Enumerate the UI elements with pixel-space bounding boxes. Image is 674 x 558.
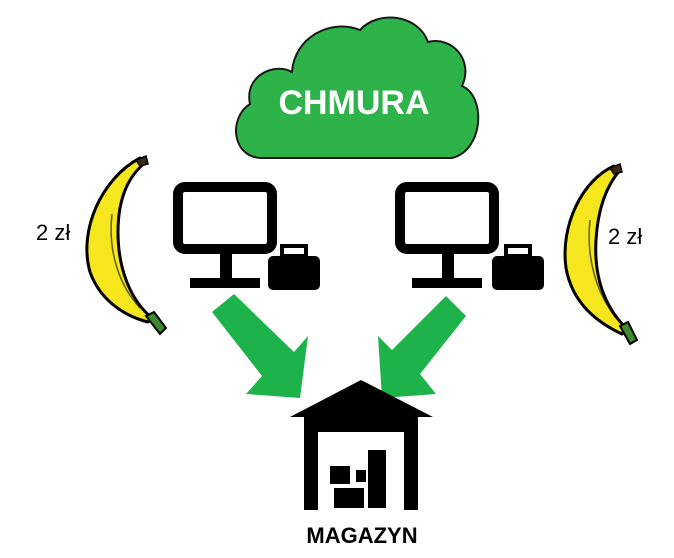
cloud-icon: CHMURA bbox=[235, 16, 480, 159]
banana-left-price: 2 zł bbox=[36, 220, 70, 245]
banana-left-icon bbox=[85, 154, 168, 336]
warehouse-label: MAGAZYN bbox=[306, 523, 417, 548]
banana-right-price: 2 zł bbox=[608, 224, 642, 249]
arrow-left-icon bbox=[212, 294, 308, 398]
pos-terminal-right-icon bbox=[395, 182, 544, 290]
cloud-label: CHMURA bbox=[278, 84, 429, 122]
banana-right-icon bbox=[563, 162, 639, 346]
warehouse-icon bbox=[290, 380, 433, 510]
pos-terminal-left-icon bbox=[173, 182, 320, 290]
arrow-right-icon bbox=[378, 296, 466, 398]
